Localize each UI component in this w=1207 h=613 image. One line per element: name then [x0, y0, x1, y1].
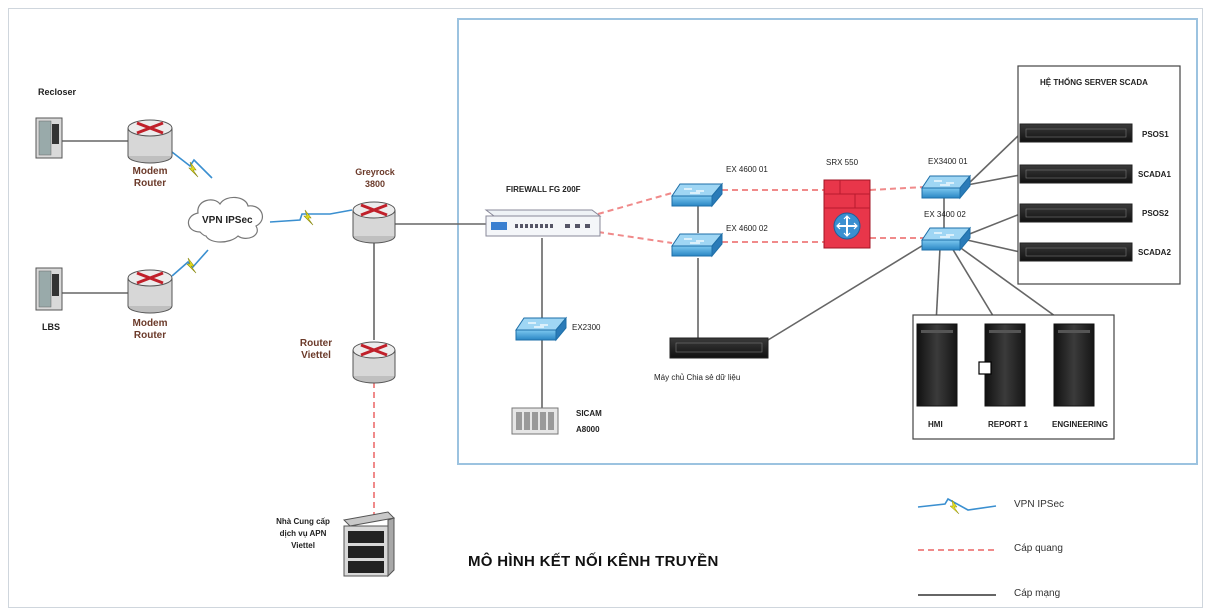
server-group-title: HỆ THỐNG SERVER SCADA [1040, 78, 1148, 87]
db-server-icon [669, 337, 769, 359]
provider-label: Nhà Cung cấp dịch vụ APN Viettel [276, 517, 330, 550]
modem-router-label: Modem Router [132, 318, 168, 341]
lightning-icon [188, 161, 199, 178]
cable-engineering [957, 245, 1067, 325]
diagram-canvas [8, 8, 1203, 608]
rack-server-icon [1019, 242, 1133, 262]
ex3400-01-label: EX3400 01 [928, 157, 968, 166]
switch-icon [671, 182, 724, 208]
cloud-icon [187, 196, 264, 243]
db-server-label: Máy chủ Chia sẻ dữ liệu [654, 373, 741, 382]
lightning-icon [186, 257, 197, 274]
router-icon [127, 119, 173, 164]
ex2300-label: EX2300 [572, 323, 601, 332]
datacenter-boundary [457, 18, 1198, 465]
fiber-fw-ex4600-01 [597, 192, 673, 215]
fiber-fw-ex4600-02 [597, 231, 673, 244]
fiber-srx-ex3400-1 [869, 186, 925, 191]
server-label: PSOS2 [1142, 209, 1169, 218]
vpn-link-greyrock [269, 209, 353, 223]
srx-firewall-icon [823, 179, 871, 249]
fiber-links [373, 186, 925, 515]
server-label: PSOS1 [1142, 130, 1169, 139]
legend-vpn-label: VPN IPSec [1014, 499, 1065, 510]
cable-srv-psos2 [966, 213, 1021, 236]
lbs-label: LBS [42, 322, 60, 332]
modem-router-label: Modem Router [132, 166, 168, 189]
cable-db-ex3400 [767, 243, 926, 341]
lightning-icon [949, 499, 960, 515]
diagram-title: MÔ HÌNH KẾT NỐI KÊNH TRUYỀN [468, 553, 719, 570]
switch-icon [671, 232, 724, 258]
legend-fiber-label: Cáp quang [1014, 543, 1063, 554]
router-icon [352, 201, 396, 244]
sicam-label: SICAM A8000 [576, 409, 602, 434]
workstation-label: REPORT 1 [988, 420, 1029, 429]
recloser-label: Recloser [38, 87, 77, 97]
ex4600-01-label: EX 4600 01 [726, 165, 768, 174]
switch-icon [921, 226, 972, 252]
ex3400-02-label: EX 3400 02 [924, 210, 966, 219]
switch-icon [515, 316, 568, 342]
srx-label: SRX 550 [826, 158, 859, 167]
cable-srv-scada1 [966, 174, 1021, 186]
tower-pc-icon [984, 323, 1026, 407]
provider-server-icon [342, 511, 396, 578]
rtu-device-icon [511, 407, 559, 435]
switch-icon [921, 174, 972, 200]
network-cables [62, 133, 1067, 408]
firewall-appliance-icon [484, 209, 602, 237]
cable-srv-scada2 [966, 239, 1021, 253]
legend-cable-label: Cáp mạng [1014, 588, 1061, 599]
router-icon [127, 269, 173, 314]
cable-srv-psos1 [966, 133, 1021, 186]
legend-swatches [917, 497, 997, 596]
tower-pc-icon [916, 323, 958, 407]
workstation-label: HMI [928, 420, 943, 429]
lightning-icon [303, 209, 314, 226]
recloser-cabinet-icon [35, 117, 63, 159]
tower-pc-icon [1053, 323, 1095, 407]
workstation-label: ENGINEERING [1052, 420, 1109, 429]
vpn-link-recloser [171, 151, 213, 179]
cable-report [951, 247, 999, 325]
router-icon [352, 341, 396, 384]
cable-hmi [935, 247, 941, 325]
server-label: SCADA2 [1138, 248, 1171, 257]
rack-server-icon [1019, 123, 1133, 143]
router-viettel-label: Router Viettel [299, 338, 333, 361]
rack-server-icon [1019, 164, 1133, 184]
ex4600-02-label: EX 4600 02 [726, 224, 768, 233]
rack-server-icon [1019, 203, 1133, 223]
server-label: SCADA1 [1138, 170, 1171, 179]
firewall-label: FIREWALL FG 200F [506, 185, 581, 194]
selection-handle[interactable] [978, 361, 992, 375]
greyrock-label: Greyrock 3800 [355, 167, 395, 189]
lbs-cabinet-icon [35, 267, 63, 311]
legend-vpn-swatch [917, 497, 997, 511]
vpn-cloud-label: VPN IPSec [202, 215, 253, 226]
